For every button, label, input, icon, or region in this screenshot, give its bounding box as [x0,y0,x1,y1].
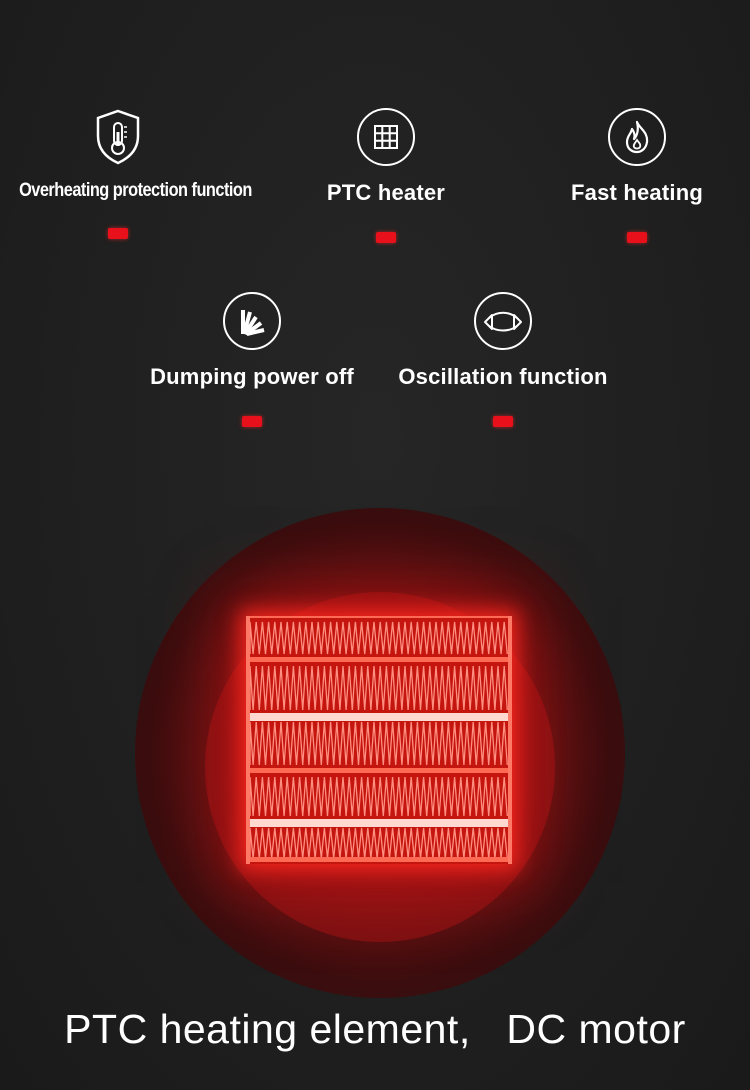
status-indicator [242,416,262,427]
feature-fast-heating: Fast heating [522,108,750,243]
status-indicator [493,416,513,427]
thermometer-shield-icon [89,108,147,166]
oscillation-arrows-icon [474,292,532,350]
caption: PTC heating element, DC motor [64,1006,686,1052]
feature-label: Dumping power off [150,364,354,389]
feature-label: Overheating protection function [19,180,252,201]
ptc-heating-element-image [246,616,512,864]
feature-label: Oscillation function [398,364,608,389]
feature-dumping-power-off: Dumping power off [137,292,367,427]
grid-icon [357,108,415,166]
feature-oscillation: Oscillation function [388,292,618,427]
feature-label: PTC heater [326,180,446,205]
feature-overheating-protection: Overheating protection function [3,108,252,239]
status-indicator [627,232,647,243]
status-indicator [108,228,128,239]
feature-ptc-heater: PTC heater [271,108,501,243]
status-indicator [376,232,396,243]
fan-burst-icon [223,292,281,350]
feature-label: Fast heating [571,180,703,205]
flame-icon [608,108,666,166]
